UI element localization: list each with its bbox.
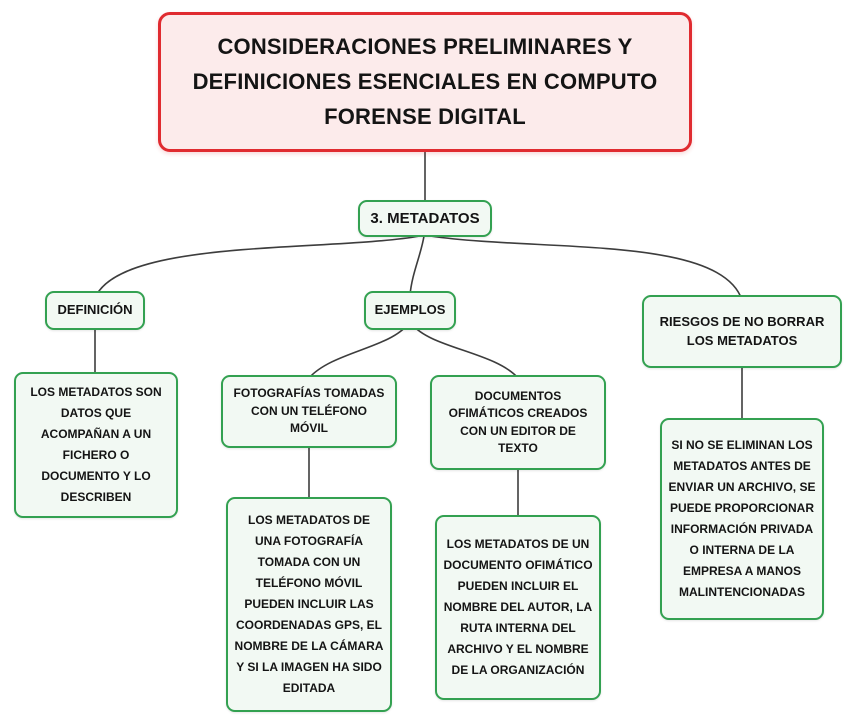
connector-root-definicion — [94, 235, 421, 299]
connector-root-ejemplos — [409, 235, 425, 296]
node-metadatos[interactable]: 3. METADATOS — [358, 200, 492, 237]
node-documentos-label[interactable]: DOCUMENTOS OFIMÁTICOS CREADOS CON UN EDI… — [430, 375, 606, 470]
node-riesgos-label[interactable]: RIESGOS DE NO BORRAR LOS METADATOS — [642, 295, 842, 368]
node-documentos-detail[interactable]: LOS METADATOS DE UN DOCUMENTO OFIMÁTICO … — [435, 515, 601, 700]
node-ejemplos-label[interactable]: EJEMPLOS — [364, 291, 456, 330]
node-fotografias-detail[interactable]: LOS METADATOS DE UNA FOTOGRAFÍA TOMADA C… — [226, 497, 392, 712]
connector-ejemplos-documentos — [411, 323, 519, 379]
node-definicion-detail[interactable]: LOS METADATOS SON DATOS QUE ACOMPAÑAN A … — [14, 372, 178, 518]
title-node[interactable]: CONSIDERACIONES PRELIMINARES Y DEFINICIO… — [158, 12, 692, 152]
connector-ejemplos-fotografias — [308, 323, 409, 379]
connector-root-riesgos — [429, 235, 743, 301]
node-riesgos-detail[interactable]: SI NO SE ELIMINAN LOS METADATOS ANTES DE… — [660, 418, 824, 620]
node-fotografias-label[interactable]: FOTOGRAFÍAS TOMADAS CON UN TELÉFONO MÓVI… — [221, 375, 397, 448]
node-definicion-label[interactable]: DEFINICIÓN — [45, 291, 145, 330]
